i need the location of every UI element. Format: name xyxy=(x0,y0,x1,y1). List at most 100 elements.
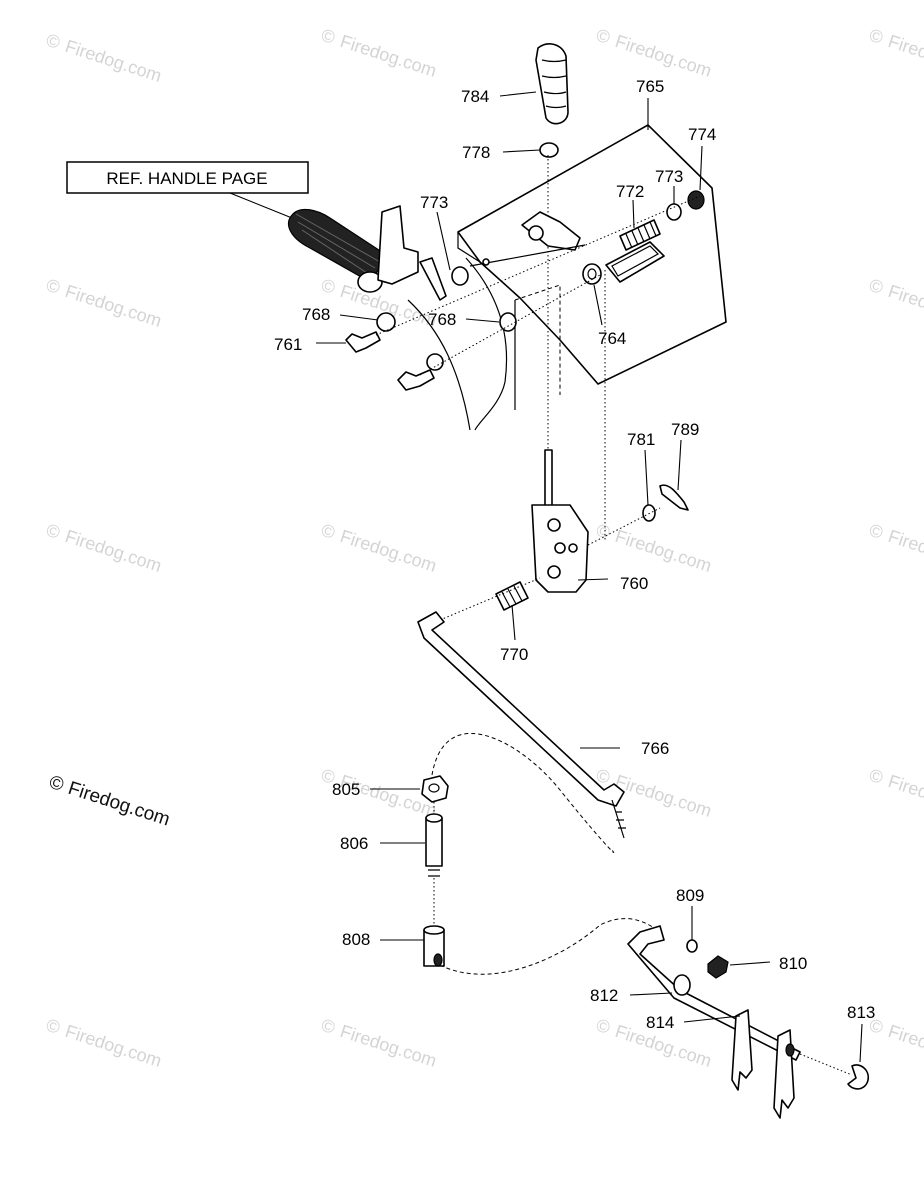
fork-plate-left xyxy=(731,1009,753,1091)
callout-812: 812 xyxy=(590,986,618,1005)
callout-labels: 784 765 778 774 773 772 773 768 768 761 … xyxy=(274,77,875,1032)
watermark-symbol: © xyxy=(319,1015,338,1038)
fork-plate-right xyxy=(773,1029,795,1119)
nut-805 xyxy=(421,775,449,803)
callout-770: 770 xyxy=(500,645,528,664)
bracket-760 xyxy=(531,449,589,593)
washer-781 xyxy=(642,504,656,522)
watermark-symbol: © xyxy=(867,275,886,298)
washer-773-right xyxy=(666,203,682,221)
bushing-764 xyxy=(582,263,602,285)
watermark-symbol: © xyxy=(594,1015,613,1038)
watermark-text: Firedog.com xyxy=(338,1021,439,1071)
watermark-text: Firedog.com xyxy=(886,526,924,576)
main-watermark-symbol: © xyxy=(46,772,66,796)
callout-810: 810 xyxy=(779,954,807,973)
callout-806: 806 xyxy=(340,834,368,853)
nut-810 xyxy=(707,955,729,979)
callout-808: 808 xyxy=(342,930,370,949)
callout-813: 813 xyxy=(847,1003,875,1022)
watermark-symbol: © xyxy=(44,30,63,53)
watermark-text: Firedog.com xyxy=(338,31,439,81)
watermark-symbol: © xyxy=(44,275,63,298)
watermark-symbol: © xyxy=(44,520,63,543)
watermark-text: Firedog.com xyxy=(63,526,164,576)
watermark-text: Firedog.com xyxy=(338,526,439,576)
callout-778: 778 xyxy=(462,143,490,162)
shift-lever-mechanism xyxy=(469,211,586,267)
callout-814: 814 xyxy=(646,1013,674,1032)
watermark-symbol: © xyxy=(319,275,338,298)
watermark-text: Firedog.com xyxy=(886,1021,924,1071)
callout-774: 774 xyxy=(688,125,716,144)
watermark-text: Firedog.com xyxy=(63,1021,164,1071)
callout-784: 784 xyxy=(461,87,489,106)
watermark-text: Firedog.com xyxy=(886,31,924,81)
spring-772 xyxy=(619,219,661,251)
callout-772: 772 xyxy=(616,182,644,201)
watermark-symbol: © xyxy=(867,520,886,543)
watermark-symbol: © xyxy=(594,25,613,48)
callout-765: 765 xyxy=(636,77,664,96)
watermark-text: Firedog.com xyxy=(886,281,924,331)
washer-773-left xyxy=(451,266,469,286)
callout-760: 760 xyxy=(620,574,648,593)
cable-path-upper xyxy=(431,733,615,853)
callout-768-left: 768 xyxy=(302,305,330,324)
watermark-symbol: © xyxy=(594,765,613,788)
spring-770 xyxy=(495,581,529,611)
handle-bracket xyxy=(377,205,447,301)
callout-773-right: 773 xyxy=(655,167,683,186)
callout-leaders xyxy=(316,91,863,1063)
shift-rod-assembly xyxy=(627,925,801,1119)
watermark-symbol: © xyxy=(867,25,886,48)
knob-784 xyxy=(535,43,569,125)
watermark-symbol: © xyxy=(319,25,338,48)
bushing-812 xyxy=(673,974,691,996)
watermark-symbol: © xyxy=(319,520,338,543)
cable-path-lower xyxy=(439,918,661,975)
pin-789 xyxy=(659,484,689,511)
main-watermark-text: Firedog.com xyxy=(65,778,172,831)
bushing-778 xyxy=(539,142,559,158)
watermark-text: Firedog.com xyxy=(886,771,924,821)
reference-box-label: REF. HANDLE PAGE xyxy=(106,169,267,188)
callout-761: 761 xyxy=(274,335,302,354)
callout-773-left: 773 xyxy=(420,193,448,212)
washer-768-right xyxy=(499,312,517,332)
spacer-806 xyxy=(425,813,443,877)
watermark-symbol: © xyxy=(867,1015,886,1038)
axis-line-upper xyxy=(375,195,701,336)
bolt-761-lower xyxy=(397,369,435,391)
reference-leader xyxy=(229,192,293,219)
watermark-symbol: © xyxy=(867,765,886,788)
washer-809 xyxy=(686,939,698,953)
callout-789: 789 xyxy=(671,420,699,439)
washer-768-left xyxy=(376,312,396,332)
washer-768-lower xyxy=(426,353,444,371)
nut-774 xyxy=(687,190,705,210)
bolt-761-upper xyxy=(345,331,381,353)
e-clip-813 xyxy=(847,1064,870,1090)
rod-766 xyxy=(417,611,626,839)
watermark-text: Firedog.com xyxy=(613,771,714,821)
main-watermark: © Firedog.com xyxy=(46,772,172,831)
callout-768-right: 768 xyxy=(428,310,456,329)
watermark-text: Firedog.com xyxy=(613,526,714,576)
watermark-symbol: © xyxy=(319,765,338,788)
handle-grip xyxy=(288,208,389,293)
control-panel-plate xyxy=(457,124,727,385)
callout-766: 766 xyxy=(641,739,669,758)
watermark-symbol: © xyxy=(594,520,613,543)
callout-781: 781 xyxy=(627,430,655,449)
watermark-text: Firedog.com xyxy=(63,281,164,331)
reference-box: REF. HANDLE PAGE xyxy=(66,161,309,219)
callout-809: 809 xyxy=(676,886,704,905)
ferrule-808 xyxy=(423,925,445,967)
callout-764: 764 xyxy=(598,329,626,348)
watermark-symbol: © xyxy=(44,1015,63,1038)
callout-805: 805 xyxy=(332,780,360,799)
watermark-text: Firedog.com xyxy=(63,36,164,86)
watermark-text: Firedog.com xyxy=(613,31,714,81)
